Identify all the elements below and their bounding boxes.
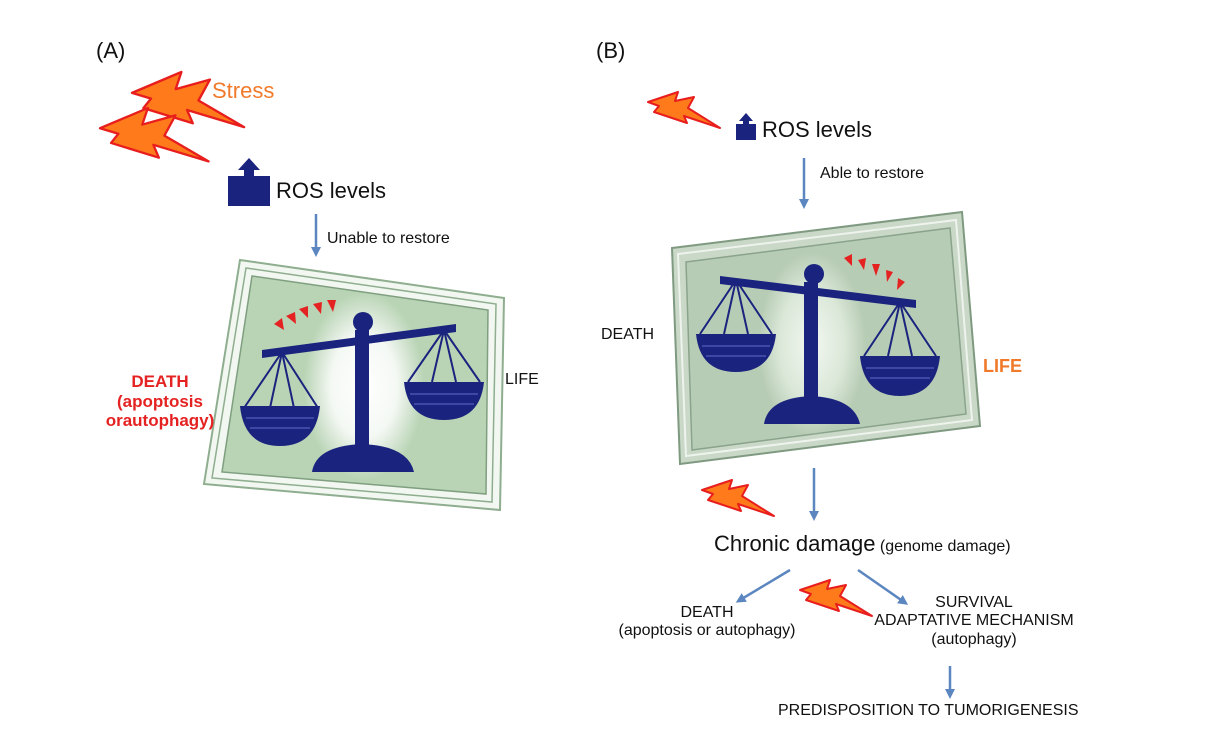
- able-to-restore-label: Able to restore: [820, 165, 925, 182]
- death-subtitle-a-1: (apoptosis: [117, 391, 203, 411]
- balance-scale-icon-a: [240, 312, 484, 472]
- death-outcome-label: DEATH (apoptosis or autophagy): [596, 604, 818, 641]
- balance-scale-icon-b: [696, 264, 940, 424]
- death-label-b: DEATH: [601, 326, 655, 343]
- life-label-a: LIFE: [505, 371, 539, 388]
- arrow-to-death-icon: [735, 568, 791, 603]
- chronic-damage-title: Chronic damage: [714, 531, 876, 556]
- death-subtitle-a-2: orautophagy): [105, 411, 215, 431]
- chronic-damage-label: Chronic damage (genome damage): [714, 531, 1011, 556]
- death-outcome-subtitle: (apoptosis or autophagy): [618, 622, 796, 640]
- panel-a-label: (A): [96, 38, 126, 63]
- survival-mechanism: ADAPTATIVE MECHANISM: [874, 612, 1074, 630]
- panel-b-label: (B): [596, 38, 626, 63]
- stress-bolt-icon-4: [701, 479, 775, 517]
- chronic-damage-subtitle: (genome damage): [879, 538, 1011, 555]
- ros-levels-label-b: ROS levels: [762, 117, 873, 142]
- death-label-a: DEATH (apoptosis orautophagy): [98, 372, 222, 431]
- death-outcome-title: DEATH: [680, 604, 734, 621]
- death-title-a: DEATH: [131, 372, 189, 391]
- life-label-b: LIFE: [983, 356, 1022, 376]
- survival-outcome-label: SURVIVAL ADAPTATIVE MECHANISM (autophagy…: [846, 594, 1102, 649]
- unable-to-restore-label: Unable to restore: [327, 230, 450, 247]
- stress-bolt-icon-2: [98, 106, 210, 163]
- ros-levels-label-a: ROS levels: [276, 178, 387, 203]
- arrow-to-survival-icon: [857, 568, 909, 605]
- tilt-indicator-icon-b: [844, 254, 905, 290]
- ros-up-box-icon-a: [228, 158, 270, 206]
- predisposition-label: PREDISPOSITION TO TUMORIGENESIS: [778, 702, 1079, 719]
- tilt-indicator-icon-a: [274, 300, 336, 330]
- stress-label: Stress: [212, 78, 275, 103]
- ros-up-box-icon-b: [736, 113, 756, 140]
- stress-bolt-icon-3: [647, 91, 721, 129]
- survival-autophagy: (autophagy): [931, 630, 1017, 648]
- survival-title: SURVIVAL: [935, 594, 1013, 611]
